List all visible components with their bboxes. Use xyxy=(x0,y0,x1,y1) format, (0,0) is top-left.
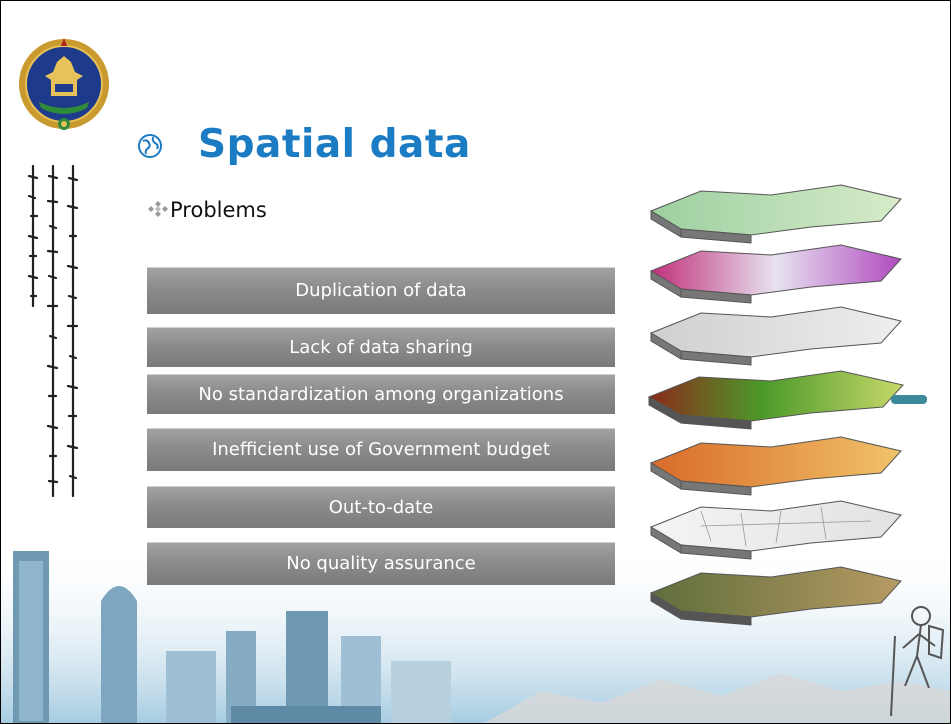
bullet-problems: Problems xyxy=(170,198,267,222)
problem-bar-budget: Inefficient use of Government budget xyxy=(147,428,615,471)
city-skyline-decoration xyxy=(1,541,950,723)
hiker-illustration xyxy=(890,606,945,717)
map-layers-illustration xyxy=(647,184,927,626)
slide-title: Spatial data xyxy=(198,122,471,167)
problem-bar-standardization: No standardization among organizations xyxy=(147,374,615,414)
problem-bar-out-to-date: Out-to-date xyxy=(147,486,615,528)
problem-bar-duplication: Duplication of data xyxy=(147,267,615,314)
problem-bar-data-sharing: Lack of data sharing xyxy=(147,327,615,367)
diamond-cluster-icon xyxy=(148,201,168,217)
vertical-script-decoration xyxy=(27,164,79,498)
globe-icon xyxy=(138,134,162,158)
state-emblem-logo xyxy=(19,38,109,130)
problem-bar-quality: No quality assurance xyxy=(147,542,615,585)
